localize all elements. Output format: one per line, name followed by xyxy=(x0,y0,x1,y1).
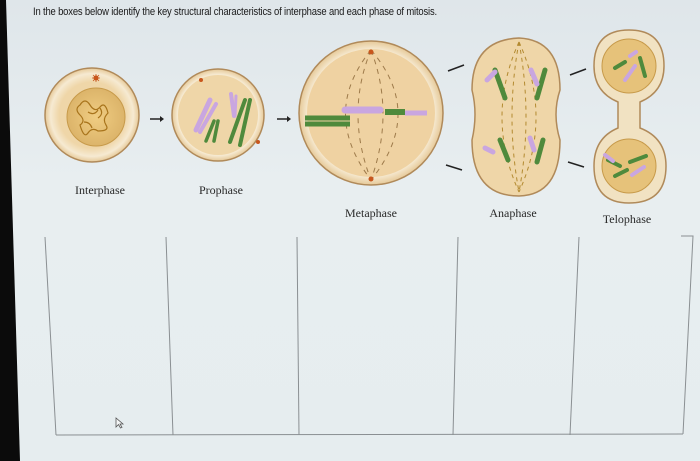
mitosis-diagram xyxy=(44,29,667,204)
arrow-icon xyxy=(567,161,585,168)
mouse-cursor-icon xyxy=(115,417,125,429)
phase-label-telophase: Telophase xyxy=(602,212,652,226)
phase-label-anaphase: Anaphase xyxy=(489,206,537,220)
centrosome-icon xyxy=(92,74,100,82)
answer-box-anaphase[interactable] xyxy=(456,238,574,434)
anaphase-cell xyxy=(471,37,561,197)
interphase-cell xyxy=(44,67,140,163)
instruction-text: In the boxes below identify the key stru… xyxy=(33,6,438,18)
answer-box-interphase[interactable] xyxy=(50,238,167,434)
answer-box-prophase[interactable] xyxy=(170,238,298,434)
arrow-icon xyxy=(569,68,587,76)
arrow-icon xyxy=(445,164,463,171)
answer-box-telophase[interactable] xyxy=(575,238,687,434)
phase-label-metaphase: Metaphase xyxy=(345,206,397,220)
answer-box-metaphase[interactable] xyxy=(299,238,454,434)
arrow-icon xyxy=(447,64,465,72)
phase-label-interphase: Interphase xyxy=(75,183,125,197)
metaphase-cell xyxy=(298,40,444,186)
prophase-cell xyxy=(171,68,265,162)
telophase-cell xyxy=(593,29,667,204)
phase-label-prophase: Prophase xyxy=(199,183,243,197)
